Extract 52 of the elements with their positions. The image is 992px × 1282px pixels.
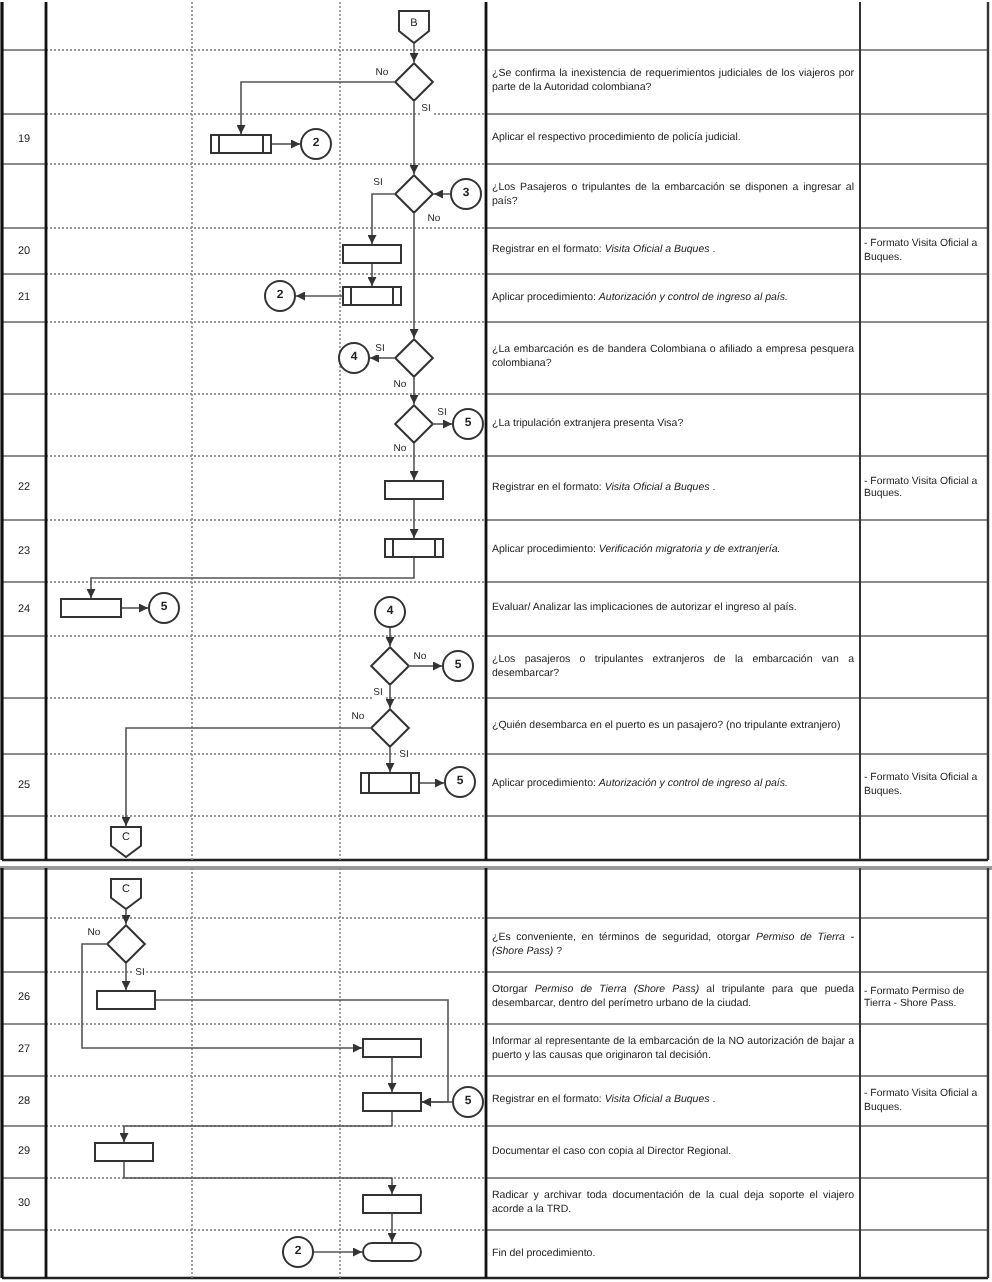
process-box [362, 1092, 422, 1112]
flow-arrow [409, 377, 419, 405]
process-box [96, 990, 156, 1010]
flow-arrow [86, 557, 415, 599]
flow-arrow [121, 727, 371, 827]
subprocess-box [210, 134, 272, 154]
subprocess-box [384, 538, 444, 558]
process-box [384, 480, 444, 500]
flow-arrow [121, 963, 131, 991]
flow-arrow [119, 1111, 393, 1143]
flow-arrow [433, 189, 451, 199]
flow-arrow [421, 1097, 453, 1107]
decision-diamond [106, 924, 146, 964]
flow-arrow [367, 263, 377, 287]
flow-arrow [121, 603, 149, 613]
flow-arrow [409, 43, 419, 63]
process-box [342, 244, 402, 264]
flow-arrow [236, 81, 395, 135]
terminator-shape [362, 1242, 422, 1262]
flow-arrow [409, 499, 419, 539]
process-box [94, 1142, 154, 1162]
flow-arrow [367, 193, 395, 245]
decision-diamond [394, 404, 434, 444]
flow-arrow [155, 999, 449, 1107]
process-box [362, 1038, 422, 1058]
flow-arrow [295, 291, 343, 301]
flow-arrow [369, 353, 395, 363]
flow-arrow [419, 778, 445, 788]
flow-arrow [409, 661, 443, 671]
decision-diamond [370, 708, 410, 748]
flow-arrow [313, 1247, 363, 1257]
flow-arrow [123, 1161, 397, 1195]
decision-diamond [370, 646, 410, 686]
flow-arrow [409, 443, 419, 481]
flow-arrow [385, 627, 395, 647]
flow-arrow [409, 213, 419, 339]
decision-diamond [394, 174, 434, 214]
process-box [60, 598, 122, 618]
decision-diamond [394, 62, 434, 102]
flow-arrow [121, 909, 131, 925]
flow-arrow [385, 747, 395, 773]
flow-arrow [387, 1213, 397, 1243]
process-box [362, 1194, 422, 1214]
subprocess-box [360, 772, 420, 794]
flow-arrow [387, 1057, 397, 1093]
flow-arrow [409, 101, 419, 175]
subprocess-box [342, 286, 402, 306]
flow-arrow [433, 419, 453, 429]
decision-diamond [394, 338, 434, 378]
flow-arrow [271, 139, 301, 149]
flow-arrow [385, 685, 395, 709]
flow-arrow [81, 943, 363, 1053]
